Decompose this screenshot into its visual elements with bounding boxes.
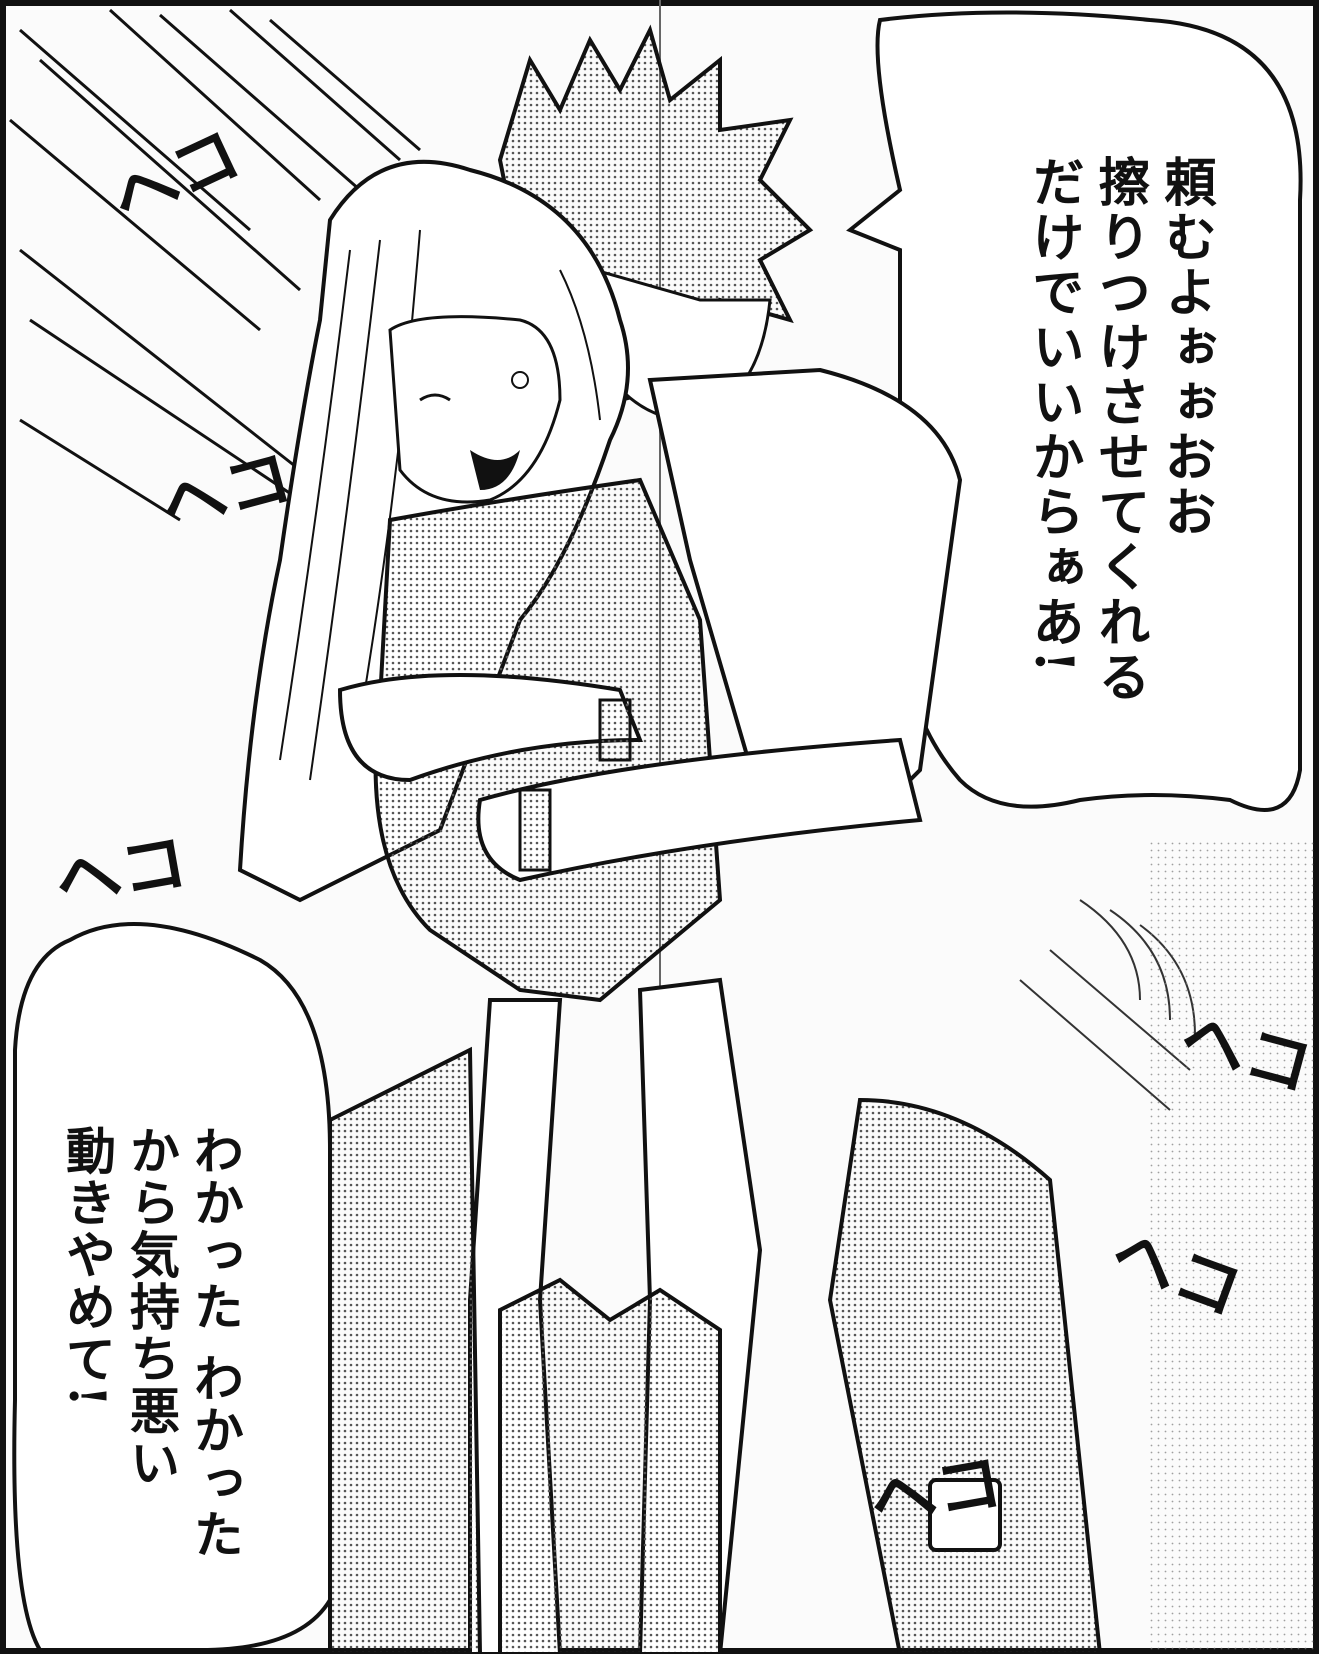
boy-torso [647,367,963,823]
boot-buckle [928,1478,1002,1552]
boy-leg-right [827,1097,1103,1654]
girl-mouth [470,450,520,490]
speech-text-bottom: わかった わかった から気持ち悪い 動きやめて! [58,1125,245,1561]
boy-arm-upper [337,673,643,783]
speech-bubble-bottom [12,922,332,1652]
speed-lines [9,8,421,522]
girl-boots [498,1277,722,1654]
boy-arm-lower [476,737,923,883]
speech-text-top: 頼むよぉぉおお 擦りつけさせてくれる だけでいいからぁあ! [1023,155,1216,705]
boy-leg-left [328,1046,483,1654]
